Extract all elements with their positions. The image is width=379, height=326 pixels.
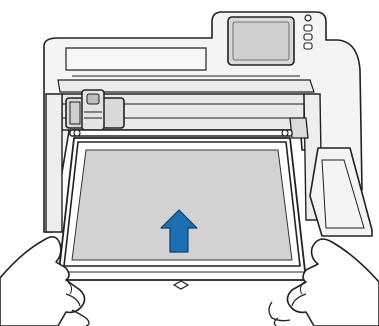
machine-lid (66, 48, 206, 70)
right-roller-knob (290, 118, 308, 138)
panel-button-1 (304, 25, 312, 31)
mat-alignment-mark-icon (174, 281, 188, 289)
left-side-panel (46, 94, 62, 232)
panel-button-2 (304, 34, 312, 40)
feed-roller (70, 130, 292, 136)
panel-button-3 (304, 43, 312, 49)
